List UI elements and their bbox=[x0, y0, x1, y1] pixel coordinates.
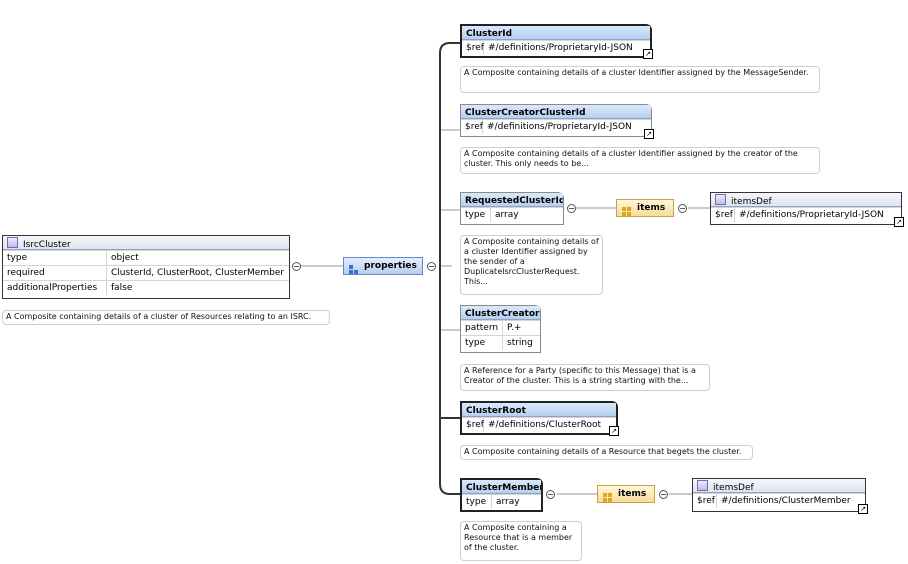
compositor-icon bbox=[603, 493, 612, 502]
row-value: #/definitions/ProprietaryId-JSON bbox=[487, 122, 632, 132]
node-cluster-id[interactable]: ClusterId $ref #/definitions/ProprietaryI… bbox=[460, 24, 653, 59]
node-description: A Reference for a Party (specific to thi… bbox=[460, 364, 710, 391]
row-key: type bbox=[462, 495, 492, 509]
properties-compositor[interactable]: properties bbox=[343, 257, 423, 275]
items-compositor[interactable]: items bbox=[616, 199, 674, 217]
node-row-ref: $ref #/definitions/ClusterMember bbox=[693, 493, 865, 508]
row-value: ClusterId, ClusterRoot, ClusterMember bbox=[111, 268, 285, 278]
row-value: P.+ bbox=[507, 323, 522, 333]
compositor-icon bbox=[349, 265, 358, 274]
object-icon bbox=[697, 480, 708, 491]
node-cluster-root[interactable]: ClusterRoot $ref #/definitions/ClusterRoo… bbox=[460, 401, 619, 436]
node-title: ClusterCreatorClusterId bbox=[461, 105, 651, 119]
properties-label: properties bbox=[364, 261, 417, 271]
node-title: ClusterCreator bbox=[461, 306, 540, 320]
external-link-icon[interactable]: ↗ bbox=[894, 217, 904, 227]
node-row-ref: $ref #/definitions/ProprietaryId-JSON bbox=[711, 207, 901, 222]
items-def-title: itemsDef bbox=[713, 483, 754, 493]
items-def-title: itemsDef bbox=[731, 197, 772, 207]
root-object-box[interactable]: IsrcCluster type object required ClusterId… bbox=[2, 235, 290, 299]
node-description: A Composite containing a Resource that i… bbox=[460, 521, 582, 561]
node-cluster-creator-cluster-id[interactable]: ClusterCreatorClusterId $ref #/definition… bbox=[460, 104, 654, 139]
node-title: ClusterMember bbox=[462, 480, 541, 494]
items-compositor[interactable]: items bbox=[597, 485, 655, 503]
row-value: #/definitions/ProprietaryId-JSON bbox=[488, 43, 633, 53]
row-value: false bbox=[111, 283, 133, 293]
node-row-ref: $ref #/definitions/ProprietaryId-JSON bbox=[462, 40, 650, 55]
root-object-title: IsrcCluster bbox=[23, 240, 71, 250]
row-value: object bbox=[111, 253, 139, 263]
node-description: A Composite containing details of a clus… bbox=[460, 66, 820, 93]
row-key: $ref bbox=[461, 120, 483, 134]
node-row-type: type array bbox=[462, 494, 541, 509]
external-link-icon[interactable]: ↗ bbox=[643, 49, 653, 59]
row-key: additionalProperties bbox=[3, 281, 107, 295]
row-value: string bbox=[507, 338, 533, 348]
node-description: A Composite containing details of a clus… bbox=[460, 235, 603, 295]
node-requested-cluster-id[interactable]: RequestedClusterId type array bbox=[460, 192, 564, 225]
row-value: #/definitions/ClusterMember bbox=[721, 496, 851, 506]
external-link-icon[interactable]: ↗ bbox=[644, 129, 654, 139]
collapse-node-toggle[interactable]: − bbox=[567, 204, 576, 213]
row-key: $ref bbox=[711, 208, 735, 222]
object-icon bbox=[7, 237, 18, 248]
row-key: required bbox=[3, 266, 107, 280]
root-row-required: required ClusterId, ClusterRoot, ClusterM… bbox=[3, 265, 289, 280]
node-title: ClusterRoot bbox=[462, 403, 616, 417]
external-link-icon[interactable]: ↗ bbox=[609, 426, 619, 436]
row-key: type bbox=[3, 251, 107, 265]
node-title: RequestedClusterId bbox=[461, 193, 563, 207]
node-cluster-creator[interactable]: ClusterCreator pattern P.+ type string bbox=[460, 305, 541, 353]
row-key: type bbox=[461, 336, 503, 350]
collapse-root-toggle[interactable]: − bbox=[292, 262, 301, 271]
node-row-ref: $ref #/definitions/ProprietaryId-JSON bbox=[461, 119, 651, 134]
collapse-items-toggle[interactable]: − bbox=[659, 490, 668, 499]
items-label: items bbox=[637, 203, 666, 213]
node-row-type: type array bbox=[461, 207, 563, 222]
row-value: #/definitions/ClusterRoot bbox=[488, 420, 601, 430]
compositor-icon bbox=[622, 207, 631, 216]
row-key: $ref bbox=[462, 41, 484, 55]
node-description: A Composite containing details of a clus… bbox=[460, 147, 820, 174]
root-object-header: IsrcCluster bbox=[3, 236, 289, 250]
root-row-additional-properties: additionalProperties false bbox=[3, 280, 289, 295]
node-row-type: type string bbox=[461, 335, 540, 350]
collapse-items-toggle[interactable]: − bbox=[678, 204, 687, 213]
node-cluster-member[interactable]: ClusterMember type array bbox=[460, 478, 543, 512]
row-key: $ref bbox=[462, 418, 484, 432]
node-description: A Composite containing details of a Reso… bbox=[460, 445, 753, 460]
root-description: A Composite containing details of a clus… bbox=[2, 310, 330, 325]
node-row-ref: $ref #/definitions/ClusterRoot bbox=[462, 417, 616, 432]
node-row-pattern: pattern P.+ bbox=[461, 320, 540, 335]
object-icon bbox=[715, 194, 726, 205]
items-label: items bbox=[618, 489, 647, 499]
row-key: type bbox=[461, 208, 491, 222]
items-def-box[interactable]: itemsDef $ref #/definitions/ProprietaryId… bbox=[710, 192, 904, 227]
external-link-icon[interactable]: ↗ bbox=[858, 504, 868, 514]
row-value: array bbox=[495, 210, 519, 220]
items-def-box[interactable]: itemsDef $ref #/definitions/ClusterMember… bbox=[692, 478, 868, 514]
row-value: #/definitions/ProprietaryId-JSON bbox=[739, 210, 884, 220]
root-row-type: type object bbox=[3, 250, 289, 265]
node-title: ClusterId bbox=[462, 26, 650, 40]
row-key: pattern bbox=[461, 321, 503, 335]
collapse-node-toggle[interactable]: − bbox=[546, 490, 555, 499]
items-def-header: itemsDef bbox=[711, 193, 901, 207]
row-key: $ref bbox=[693, 494, 717, 508]
collapse-properties-toggle[interactable]: − bbox=[427, 262, 436, 271]
row-value: array bbox=[496, 497, 520, 507]
items-def-header: itemsDef bbox=[693, 479, 865, 493]
